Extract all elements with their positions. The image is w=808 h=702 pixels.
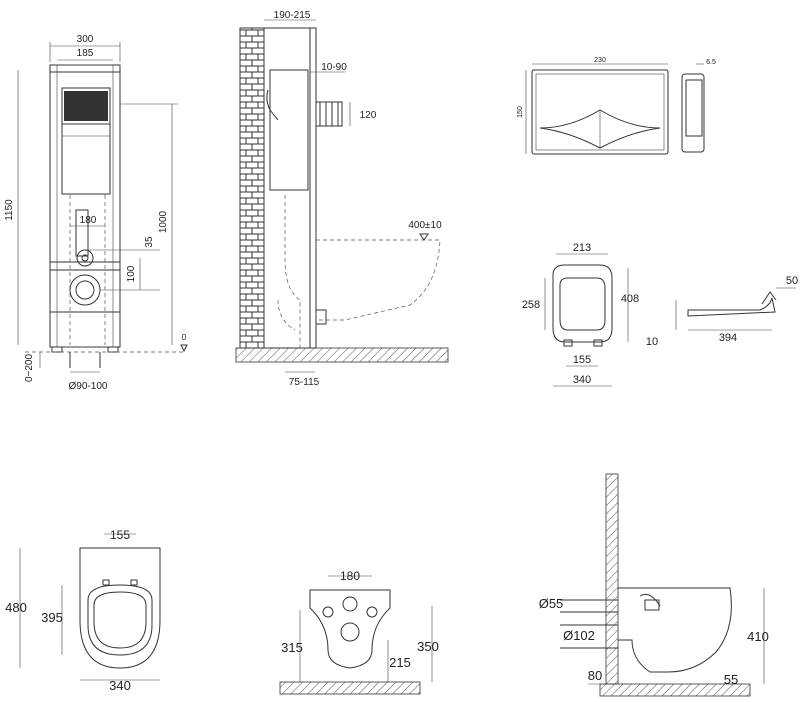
dim-plate-height: 150 [517, 106, 524, 118]
dim-side-outlet-diameter: Ø102 [563, 628, 595, 643]
dim-foot-adjust: 0~200 [24, 354, 35, 383]
dim-flush-height: 120 [360, 110, 377, 121]
dim-wall-gap: 10-90 [321, 62, 347, 73]
dim-seat-width-top: 213 [573, 242, 591, 254]
dim-height-overall: 1150 [4, 199, 15, 221]
dim-pipe-diameter: Ø90-100 [69, 381, 108, 392]
dim-seat-length-side: 394 [719, 332, 737, 344]
dim-bowl-height-total: 350 [417, 639, 439, 654]
frame-side-view: 190-215 10-90 120 400±10 75-115 [235, 10, 449, 388]
dim-plate-thickness: 6.5 [706, 59, 716, 66]
dim-seat-hinge-spacing: 155 [573, 354, 591, 366]
dim-width-inner: 185 [77, 48, 94, 59]
dim-bottom-gap: 75-115 [289, 377, 320, 388]
bowl-side-view: Ø55 Ø102 410 80 55 [539, 473, 769, 697]
dim-seat-height-lid: 50 [786, 275, 798, 287]
dim-seat-thickness: 10 [646, 336, 658, 348]
frame-front-view: 300 185 1150 1000 180 35 100 0 0~200 Ø90… [4, 34, 188, 392]
dim-seat-depth-overall: 408 [621, 293, 639, 305]
dim-bowl-height: 400±10 [408, 220, 442, 231]
dim-pipe-spacing: 180 [80, 215, 97, 226]
dim-bowl-bolt-spacing: 180 [340, 569, 360, 583]
bowl-back-view: 180 315 350 215 [279, 569, 439, 695]
dim-seat-width-overall: 340 [573, 374, 591, 386]
dim-bowl-opening: 395 [41, 610, 63, 625]
dim-side-inlet-diameter: Ø55 [539, 596, 564, 611]
dim-plate-width: 230 [594, 57, 606, 64]
dim-bowl-length: 480 [5, 600, 27, 615]
dim-side-bottom-gap: 55 [724, 672, 738, 687]
seat-view: 213 258 408 155 340 50 10 394 [522, 242, 798, 387]
flush-plate-view: 230 150 6.5 [517, 57, 716, 155]
dim-side-outlet-offset: 80 [588, 668, 602, 683]
dim-bowl-width: 340 [109, 678, 131, 693]
dim-width-overall: 300 [77, 34, 94, 45]
dim-depth: 190-215 [274, 10, 311, 21]
dim-offset-35: 35 [144, 236, 155, 248]
dim-zero-mark: 0 [182, 333, 187, 342]
bowl-top-view: 155 480 395 340 [5, 528, 161, 693]
dim-bowl-height-outlet: 215 [389, 655, 411, 670]
dim-offset-100: 100 [126, 265, 137, 282]
dim-bowl-hinge-width: 155 [110, 528, 130, 542]
dim-bowl-height-left: 315 [281, 640, 303, 655]
dim-side-height: 410 [747, 629, 769, 644]
dim-height-outlet: 1000 [158, 210, 169, 233]
dim-seat-depth-inner: 258 [522, 299, 540, 311]
